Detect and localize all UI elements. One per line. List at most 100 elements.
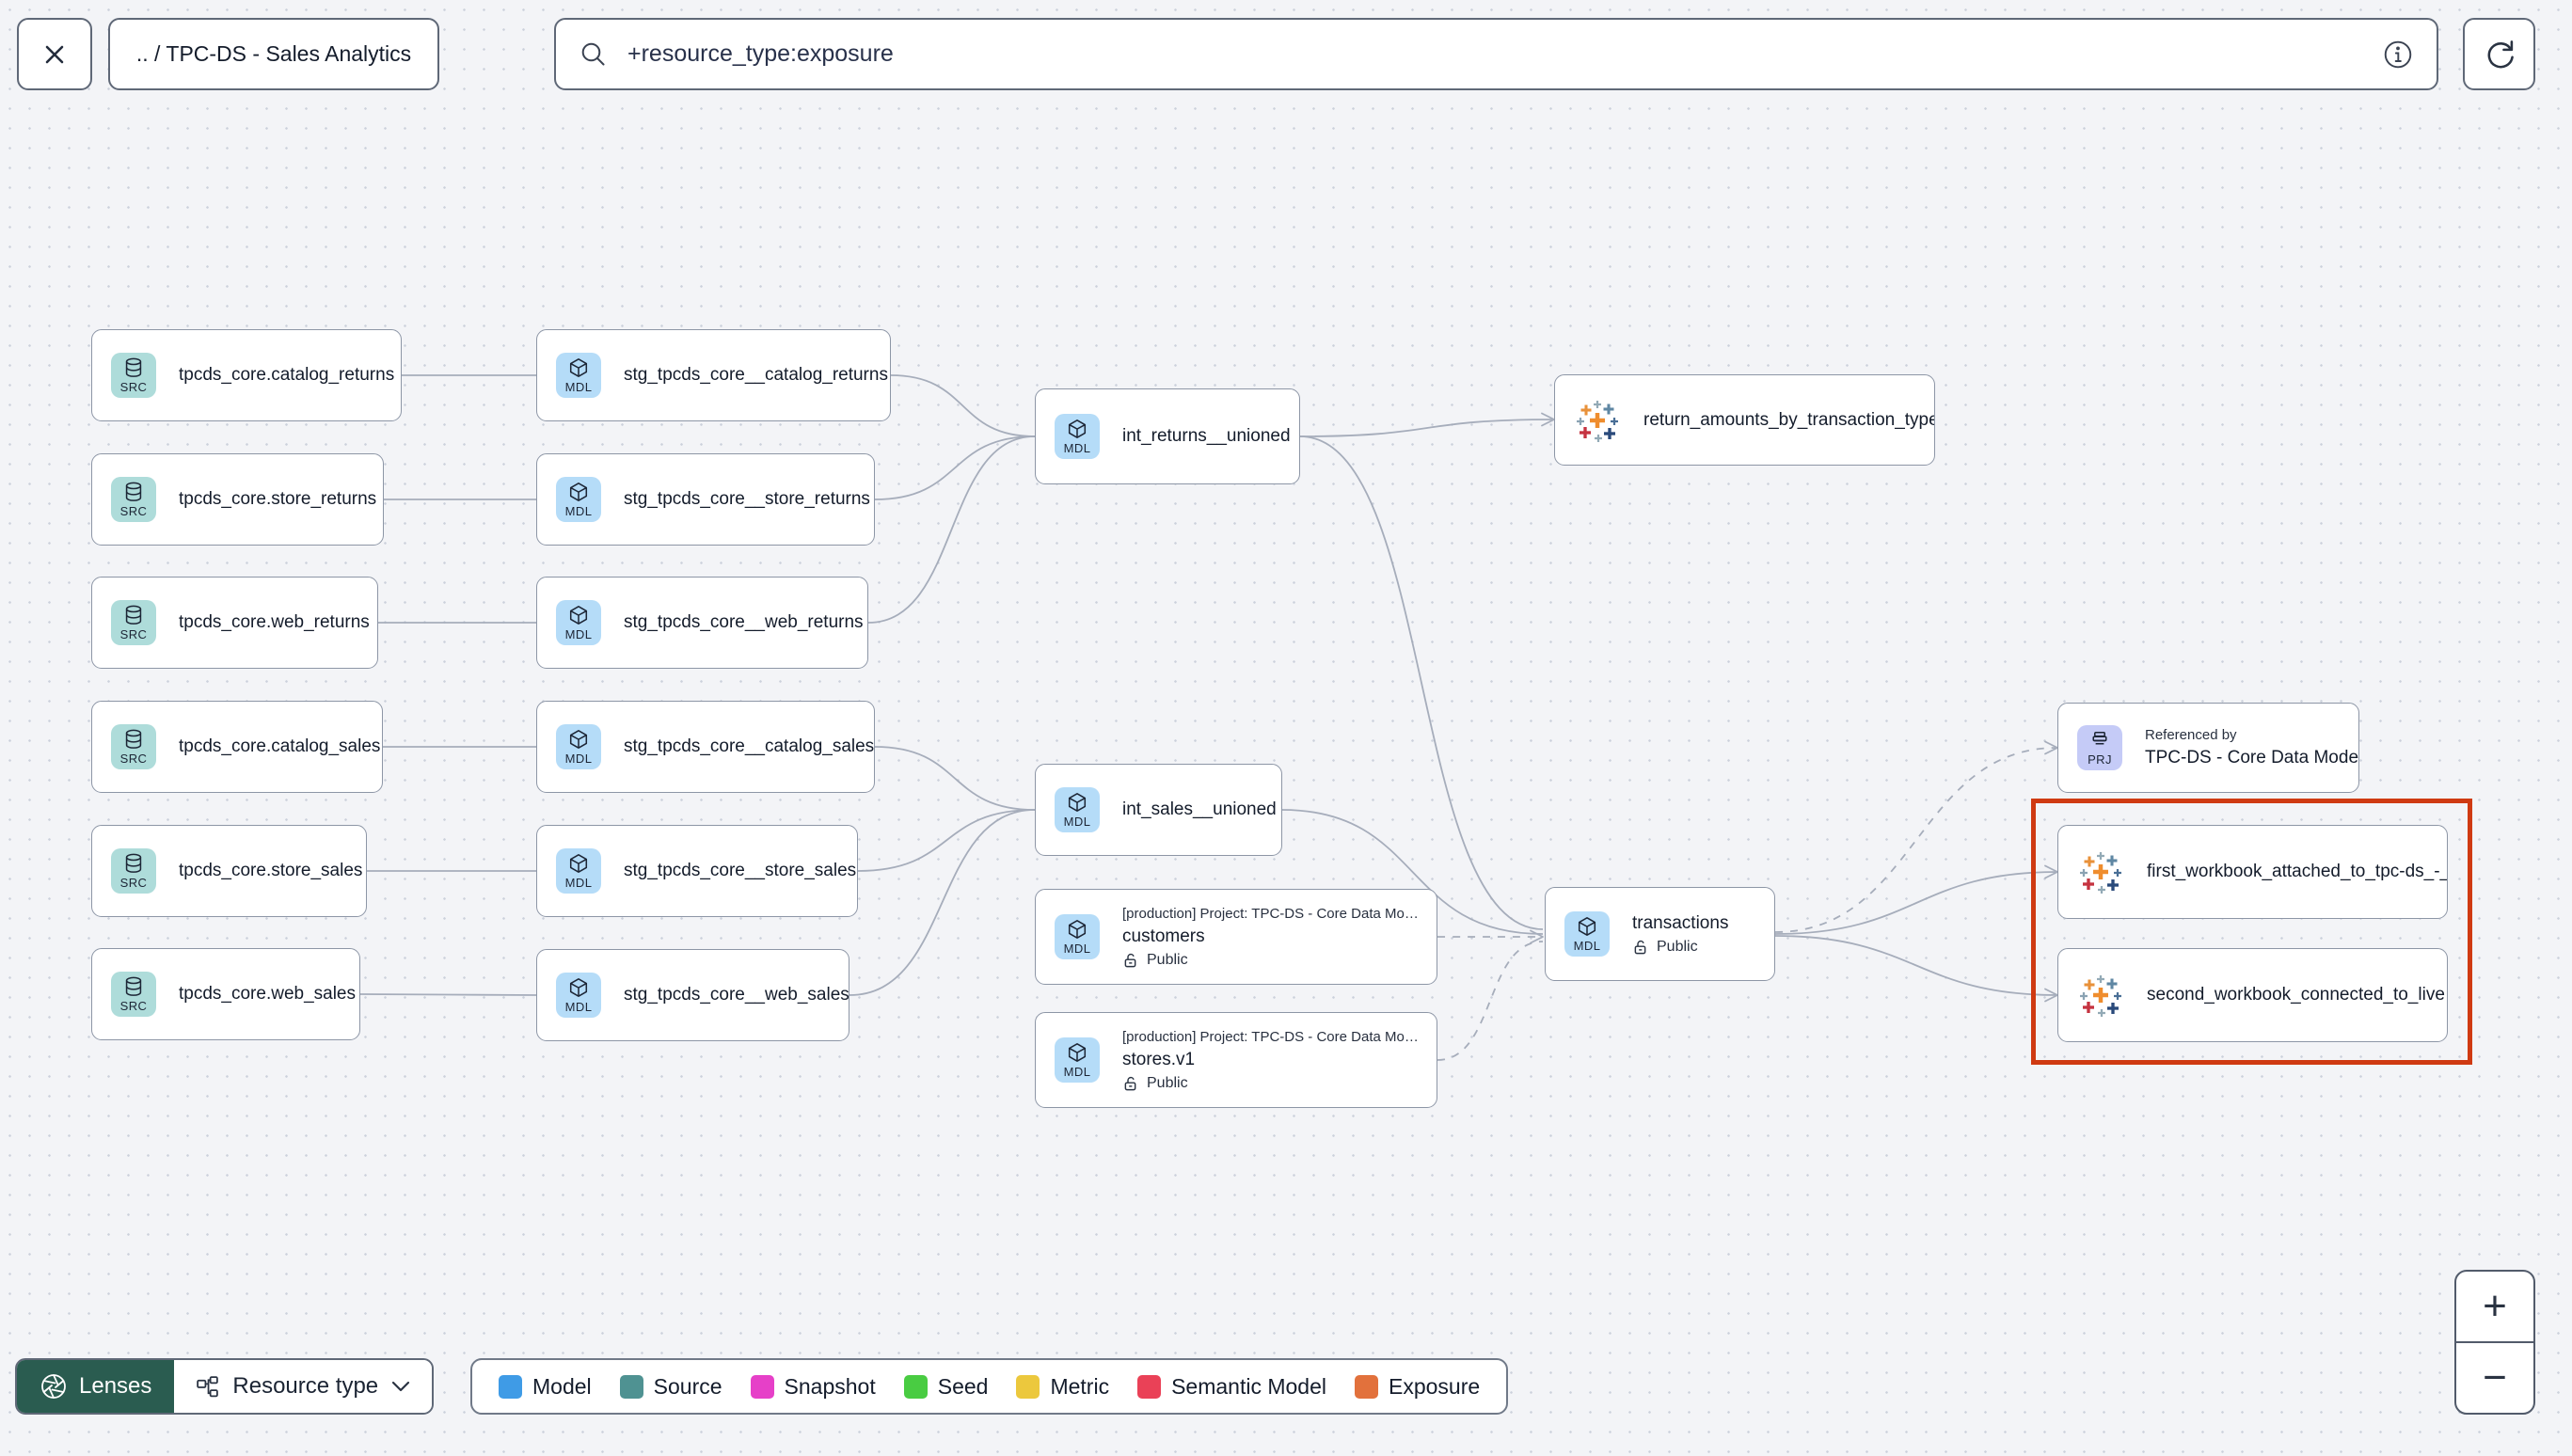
node-label: return_amounts_by_transaction_type (1643, 409, 1934, 430)
node-subtitle: Referenced by (2145, 727, 2237, 743)
zoom-in-button[interactable]: + (2456, 1272, 2533, 1343)
node-transactions[interactable]: MDL transactions Public (1545, 887, 1775, 981)
unlock-icon (1122, 1075, 1139, 1092)
node-label: tpcds_core.catalog_sales (179, 736, 381, 756)
node-label: tpcds_core.store_sales (179, 861, 363, 880)
legend-item-exposure: Exposure (1355, 1374, 1480, 1400)
model-icon: MDL (556, 600, 601, 645)
legend-item-snapshot: Snapshot (750, 1374, 876, 1400)
source-icon: SRC (111, 724, 156, 769)
node-text: transactions Public (1632, 913, 1728, 956)
node-text: return_amounts_by_transaction_type (1643, 410, 1934, 431)
legend-item-semantic-model: Semantic Model (1137, 1374, 1326, 1400)
unlock-icon (1122, 952, 1139, 969)
node-subtitle: [production] Project: TPC-DS - Core Data… (1122, 1028, 1419, 1045)
close-button[interactable] (17, 18, 92, 90)
node-label: stg_tpcds_core__web_sales (624, 985, 849, 1005)
node-text: [production] Project: TPC-DS - Core Data… (1122, 906, 1419, 969)
unlock-icon (1632, 939, 1649, 956)
node-text: tpcds_core.store_returns (179, 489, 376, 510)
node-second_workbook[interactable]: second_workbook_connected_to_live… (2057, 948, 2448, 1042)
model-icon: MDL (1564, 911, 1610, 957)
node-text: tpcds_core.web_sales (179, 984, 356, 1005)
legend-swatch (499, 1374, 522, 1399)
node-label: TPC-DS - Core Data Models (2145, 748, 2358, 768)
node-text: first_workbook_attached_to_tpc-ds_-_… (2147, 862, 2447, 882)
node-label: stg_tpcds_core__catalog_returns (624, 365, 888, 385)
node-tpcds_core.catalog_returns[interactable]: SRC tpcds_core.catalog_returns (91, 329, 402, 421)
source-icon: SRC (111, 353, 156, 398)
node-stg_tpcds_core__web_returns[interactable]: MDL stg_tpcds_core__web_returns (536, 577, 868, 669)
node-label: tpcds_core.web_returns (179, 612, 370, 632)
breadcrumb-label: .. / TPC-DS - Sales Analytics (135, 41, 412, 66)
node-label: customers (1122, 926, 1205, 946)
node-label: stores.v1 (1122, 1049, 1196, 1069)
model-icon: MDL (1055, 914, 1100, 959)
node-label: stg_tpcds_core__web_returns (624, 612, 864, 632)
project-icon: PRJ (2077, 725, 2122, 770)
breadcrumb[interactable]: .. / TPC-DS - Sales Analytics (108, 18, 439, 90)
legend-swatch (750, 1374, 774, 1399)
node-tpcds_core.web_sales[interactable]: SRC tpcds_core.web_sales (91, 948, 360, 1040)
resource-type-label: Resource type (232, 1373, 379, 1399)
tableau-icon (2077, 972, 2124, 1019)
node-label: transactions (1632, 912, 1729, 933)
node-first_workbook[interactable]: first_workbook_attached_to_tpc-ds_-_… (2057, 825, 2448, 919)
node-label: tpcds_core.store_returns (179, 489, 377, 509)
node-label: tpcds_core.catalog_returns (179, 365, 395, 385)
tableau-icon (2077, 848, 2124, 895)
node-stg_tpcds_core__web_sales[interactable]: MDL stg_tpcds_core__web_sales (536, 949, 849, 1041)
node-int_sales__unioned[interactable]: MDL int_sales__unioned (1035, 764, 1282, 856)
zoom-out-button[interactable]: − (2483, 1354, 2507, 1401)
access-badge: Public (1632, 939, 1728, 956)
legend-item-metric: Metric (1016, 1374, 1109, 1400)
resource-type-button[interactable]: Resource type (174, 1360, 433, 1413)
node-referenced_by_project[interactable]: PRJ Referenced by TPC-DS - Core Data Model… (2057, 703, 2359, 793)
node-label: first_workbook_attached_to_tpc-ds_-_… (2147, 862, 2447, 881)
legend-swatch (1016, 1374, 1040, 1399)
resource-type-icon (195, 1374, 220, 1400)
access-badge: Public (1122, 952, 1419, 969)
node-customers[interactable]: MDL [production] Project: TPC-DS - Core D… (1035, 889, 1437, 985)
node-label: second_workbook_connected_to_live… (2147, 985, 2447, 1005)
search-icon (579, 40, 609, 70)
node-text: tpcds_core.catalog_returns (179, 365, 394, 386)
node-tpcds_core.catalog_sales[interactable]: SRC tpcds_core.catalog_sales (91, 701, 383, 793)
aperture-icon (40, 1372, 68, 1401)
legend-item-seed: Seed (903, 1374, 988, 1400)
node-text: tpcds_core.web_returns (179, 612, 370, 633)
node-text: stg_tpcds_core__catalog_sales (624, 736, 874, 757)
info-icon[interactable] (2382, 39, 2414, 71)
refresh-button[interactable] (2463, 18, 2535, 90)
model-icon: MDL (1055, 787, 1100, 832)
lenses-button[interactable]: Lenses (17, 1360, 175, 1413)
node-label: tpcds_core.web_sales (179, 984, 356, 1004)
node-label: int_sales__unioned (1122, 799, 1277, 819)
node-text: stg_tpcds_core__catalog_returns (624, 365, 888, 386)
node-label: int_returns__unioned (1122, 426, 1291, 446)
node-text: [production] Project: TPC-DS - Core Data… (1122, 1029, 1419, 1092)
search-input[interactable] (626, 40, 2382, 69)
node-text: int_sales__unioned (1122, 799, 1277, 820)
source-icon: SRC (111, 972, 156, 1017)
legend-swatch (903, 1374, 928, 1399)
node-label: stg_tpcds_core__store_returns (624, 489, 870, 509)
model-icon: MDL (556, 973, 601, 1018)
node-text: tpcds_core.catalog_sales (179, 736, 380, 757)
model-icon: MDL (556, 848, 601, 894)
node-stores.v1[interactable]: MDL[production] Project: TPC-DS - Core D… (1035, 1012, 1437, 1108)
node-return_amounts_by_transaction_type[interactable]: return_amounts_by_transaction_type (1554, 374, 1935, 466)
legend-swatch (619, 1374, 643, 1399)
node-text: second_workbook_connected_to_live… (2147, 985, 2447, 1005)
tableau-icon (1574, 397, 1621, 444)
